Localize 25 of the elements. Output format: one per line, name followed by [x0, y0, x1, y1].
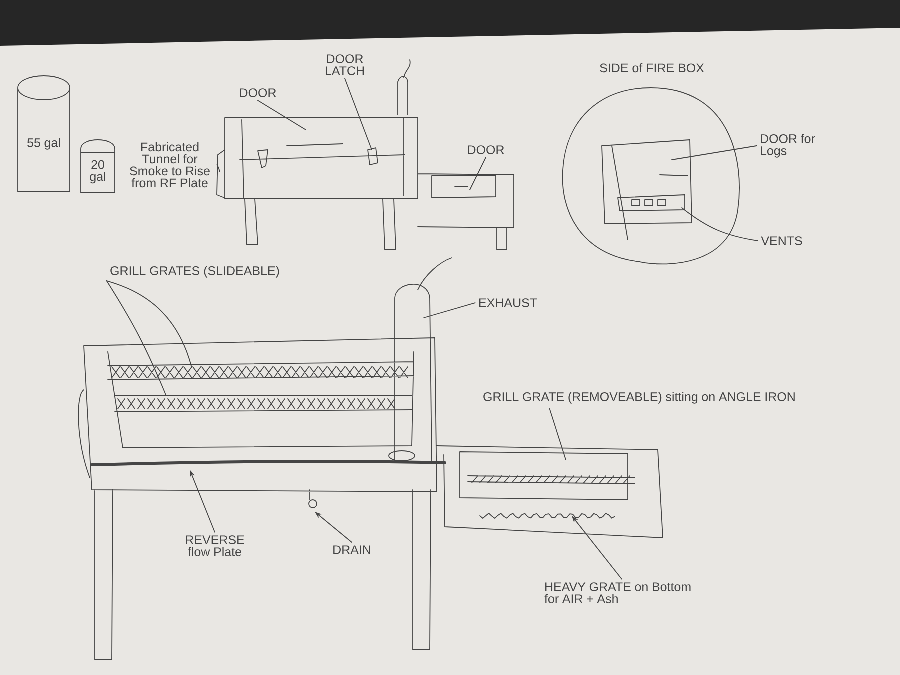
callout-text: EXHAUST: [480, 298, 538, 308]
callout-text: DOOR for Logs: [761, 134, 816, 158]
leader-line: [106, 280, 166, 396]
leader-line: [216, 164, 220, 172]
view-title: SIDE of FIRE BOX: [600, 63, 704, 73]
callout-text: HEAVY GRATE on Bottom for AIR + Ash: [544, 582, 691, 604]
leader-line: [424, 302, 476, 318]
callout-text: DOOR: [240, 88, 276, 98]
leader-line: [549, 408, 566, 460]
callout-text: GRILL GRATES (SLIDEABLE): [110, 266, 280, 278]
callout-text: DOOR LATCH: [326, 54, 364, 76]
callout-text: DRAIN: [334, 546, 370, 554]
callout-text: DOOR: [468, 146, 504, 154]
leader-line: [672, 146, 758, 160]
callout-text: REVERSE flow Plate: [186, 536, 244, 556]
barrel: 55 gal: [18, 76, 70, 192]
leader-line: [106, 280, 192, 368]
leader-line: [258, 100, 306, 130]
leader-line: [470, 157, 486, 190]
callout-text: VENTS: [761, 236, 802, 246]
barrel: 20 gal: [80, 140, 116, 194]
leader-line: [682, 208, 758, 242]
callout-text: GRILL GRATE (REMOVEABLE) sitting on ANGLE IRON: [484, 392, 795, 404]
callout-text: Fabricated Tunnel for Smoke to Rise from RF Plate: [130, 142, 210, 188]
leader-line: [344, 78, 372, 150]
